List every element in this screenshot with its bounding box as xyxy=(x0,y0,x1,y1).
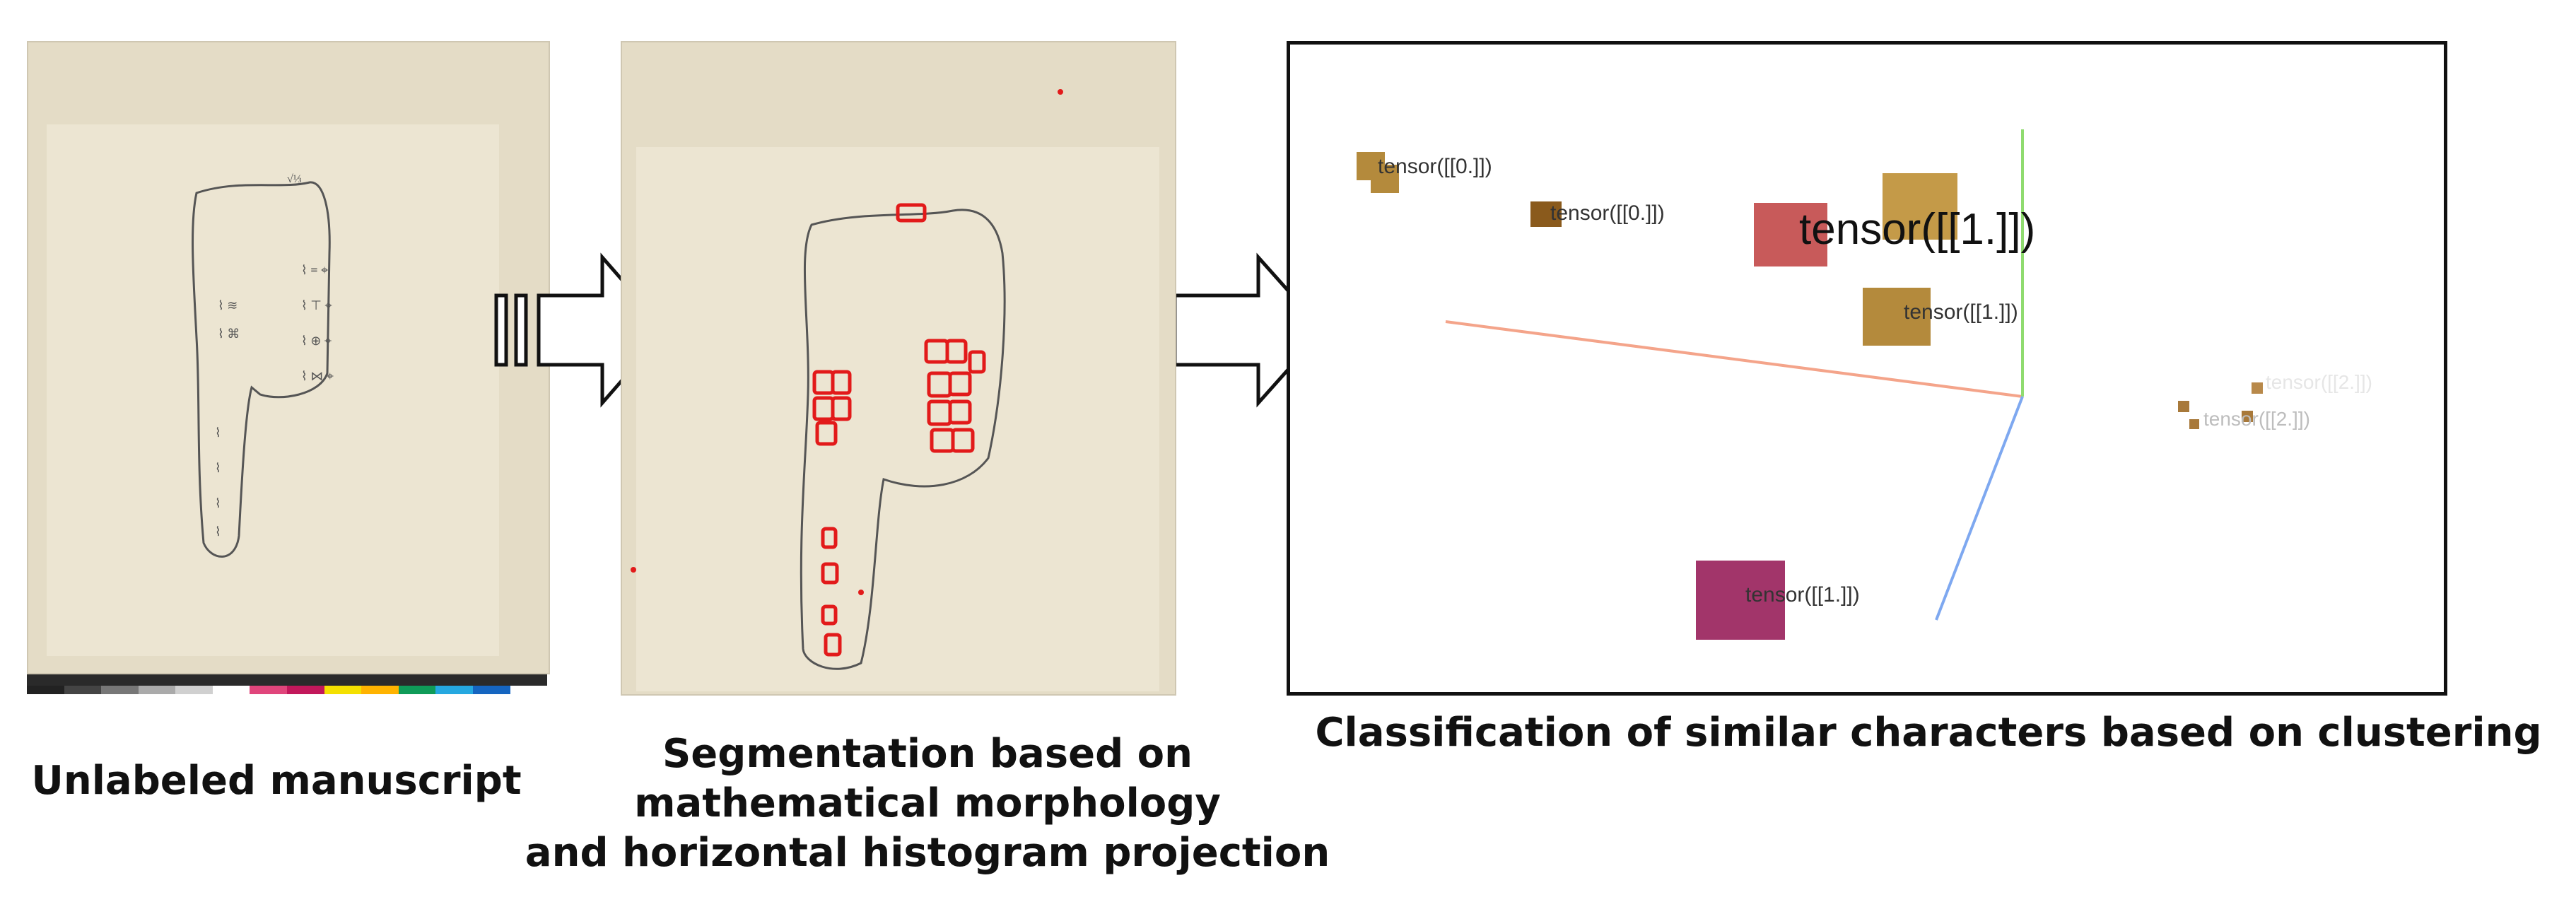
svg-text:⌇: ⌇ xyxy=(215,496,221,510)
svg-text:√⅓: √⅓ xyxy=(287,173,302,185)
svg-text:⌇ ⋈ ⌖: ⌇ ⋈ ⌖ xyxy=(301,369,334,383)
segmented-drawing xyxy=(631,89,1063,670)
color-swatch xyxy=(27,686,64,694)
svg-text:⌇ ≋: ⌇ ≋ xyxy=(218,298,238,312)
color-swatch xyxy=(175,686,213,694)
segmented-manuscript-image xyxy=(621,41,1176,700)
color-swatch xyxy=(435,686,473,694)
tensor-label: tensor([[1.]]) xyxy=(1745,583,1860,607)
unlabeled-manuscript-image: √⅓ ⌇ ≋ ⌇ ⌘ ⌇ ≡ ⌖ ⌇ ⊤ ⌖ ⌇ ⊕ ⌖ ⌇ ⋈ ⌖ ⌇ ⌇ ⌇ ⌇ xyxy=(27,41,550,700)
caption-clustering: Classification of similar characters bas… xyxy=(1315,710,2542,756)
color-calibration-bar xyxy=(27,686,548,694)
svg-text:⌇: ⌇ xyxy=(215,461,221,475)
color-swatch xyxy=(250,686,288,694)
caption-segmentation-line2: mathematical morphology xyxy=(634,780,1221,826)
cluster1-thumbnail xyxy=(1863,288,1931,346)
color-swatch xyxy=(64,686,102,694)
tensor-label: tensor([[2.]]) xyxy=(2203,408,2310,430)
tensor-label: tensor([[2.]]) xyxy=(2266,371,2372,393)
manuscript-drawing: √⅓ ⌇ ≋ ⌇ ⌘ ⌇ ≡ ⌖ ⌇ ⊤ ⌖ ⌇ ⊕ ⌖ ⌇ ⋈ ⌖ ⌇ ⌇ ⌇ ⌇ xyxy=(192,173,334,558)
color-swatch xyxy=(138,686,176,694)
color-swatch xyxy=(510,686,548,694)
tensor-label: tensor([[0.]]) xyxy=(1550,201,1665,225)
color-swatch xyxy=(324,686,362,694)
svg-text:⌇ ≡ ⌖: ⌇ ≡ ⌖ xyxy=(301,263,328,277)
tensor-label: tensor([[1.]]) xyxy=(1904,300,2018,324)
cluster2-thumbnail xyxy=(2252,382,2263,394)
cluster0-thumbnail xyxy=(1530,201,1562,227)
cluster1-thumbnail xyxy=(1696,561,1785,640)
cluster1-thumbnail xyxy=(1883,173,1957,240)
cluster2-thumbnail xyxy=(2242,411,2253,422)
color-swatch xyxy=(361,686,399,694)
clustering-scatter-plot: tensor([[0.]]) tensor([[0.]]) tensor([[1… xyxy=(1287,41,2447,696)
caption-unlabeled-manuscript: Unlabeled manuscript xyxy=(31,758,522,804)
cluster0-thumbnail xyxy=(1371,165,1399,193)
caption-segmentation-line1: Segmentation based on xyxy=(662,731,1193,777)
cluster2-thumbnail xyxy=(2189,419,2199,429)
svg-text:⌇: ⌇ xyxy=(215,426,221,440)
svg-text:⌇ ⊤ ⌖: ⌇ ⊤ ⌖ xyxy=(301,298,332,312)
color-swatch xyxy=(398,686,436,694)
cluster1-thumbnail xyxy=(1754,203,1827,266)
embedding-axes xyxy=(1445,129,2024,621)
svg-text:⌇ ⊕ ⌖: ⌇ ⊕ ⌖ xyxy=(301,334,332,348)
cluster2-thumbnail xyxy=(2178,401,2189,412)
caption-segmentation-line3: and horizontal histogram projection xyxy=(525,830,1330,876)
tensor-label: tensor([[1.]]) xyxy=(1799,205,2036,254)
scale-ruler xyxy=(27,674,547,686)
segmented-sheet xyxy=(636,147,1159,691)
color-swatch xyxy=(212,686,250,694)
color-swatch xyxy=(472,686,510,694)
axis-z-line xyxy=(1935,396,2024,621)
color-swatch xyxy=(101,686,139,694)
axis-x-line xyxy=(1445,320,2023,398)
color-swatch xyxy=(287,686,324,694)
tensor-label: tensor([[0.]]) xyxy=(1378,155,1492,178)
manuscript-sheet xyxy=(47,124,499,656)
svg-text:⌇ ⌘: ⌇ ⌘ xyxy=(218,327,240,341)
svg-text:⌇: ⌇ xyxy=(215,525,221,539)
